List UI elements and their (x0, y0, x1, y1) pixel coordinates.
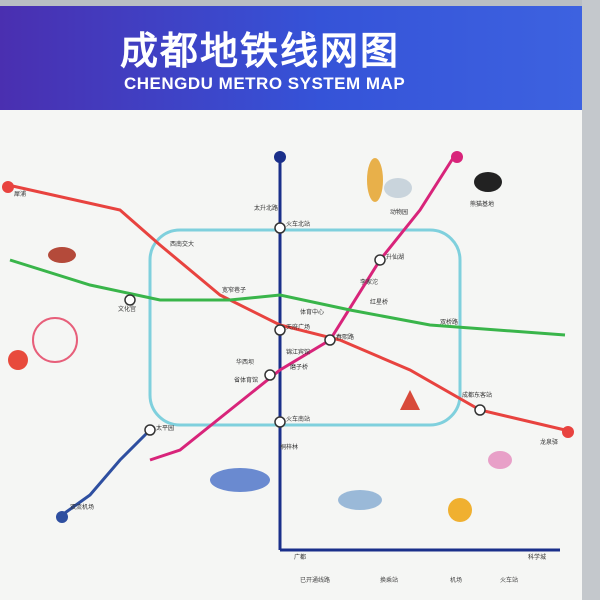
label-huaxi-dam: 华西坝 (236, 359, 255, 366)
frame-top-edge (0, 0, 600, 8)
label-wenhua-palace: 文化宫 (118, 306, 137, 313)
label-tiyu-center: 体育中心 (300, 309, 325, 316)
museum-building-icon (210, 468, 270, 492)
station-sichuan-gym[interactable] (264, 369, 276, 381)
label-kexue-city: 科学城 (528, 554, 547, 561)
legend-running: 已开通线路 (300, 577, 331, 584)
label-kuanzhai: 宽窄巷子 (222, 287, 247, 294)
label-moziqiao: 磨子桥 (290, 364, 309, 371)
label-xipu: 犀浦 (14, 191, 27, 198)
label-taisheng-north: 太升北路 (254, 205, 279, 212)
label-jinjiang-hotel: 锦江宾馆 (286, 349, 311, 356)
line-1-badge (274, 151, 286, 163)
label-hongxing-bridge: 红星桥 (370, 299, 389, 306)
label-sichuan-gym: 省体育馆 (234, 377, 259, 384)
map-title-english: CHENGDU METRO SYSTEM MAP (124, 74, 406, 93)
hot-air-balloon-icon (8, 350, 28, 370)
label-panda-base: 熊猫基地 (470, 201, 495, 208)
line-4-route (9, 258, 566, 337)
dragon-icon (48, 247, 76, 263)
metro-map-panel: 天府广场 火车北站 火车南站 春熙路 成都东客站 文化宫 太平园 省体育馆 升仙… (0, 110, 582, 600)
line-2-badge-west (2, 181, 14, 193)
frame-right-edge (582, 0, 600, 600)
label-taipingyuan: 太平园 (156, 425, 175, 432)
sunset-icon (448, 498, 472, 522)
tower-icon (400, 390, 420, 410)
label-chengdu-zoo: 动物园 (390, 209, 409, 216)
label-south-railway: 火车南站 (286, 416, 311, 423)
line-10-badge (56, 511, 68, 523)
line-10-route (61, 428, 152, 517)
map-header: 成都地铁线网图 CHENGDU METRO SYSTEM MAP (0, 6, 582, 110)
station-north-railway[interactable] (274, 222, 286, 234)
label-shuangliu-airport: 双流机场 (70, 504, 95, 511)
label-lijia-tuo: 李家沱 (360, 279, 379, 286)
giraffe-icon (367, 158, 383, 202)
station-taipingyuan[interactable] (144, 424, 156, 436)
panda-icon (474, 172, 502, 192)
line-3-badge (451, 151, 463, 163)
legend-railway: 火车站 (500, 577, 519, 584)
label-shuangqiao-road: 双桥路 (440, 319, 459, 326)
label-shengxian-lake: 升仙湖 (386, 254, 405, 261)
label-chunxi-road: 春熙路 (336, 334, 355, 341)
label-xinan-jiaoda: 西南交大 (170, 241, 195, 248)
blossom-tree-icon (488, 451, 512, 469)
map-title-chinese: 成都地铁线网图 (120, 29, 401, 73)
line-3-route (149, 154, 457, 462)
label-longquanyi: 龙泉驿 (540, 439, 559, 446)
label-east-railway: 成都东客站 (462, 392, 493, 399)
label-tianfu-square: 天府广场 (286, 324, 311, 331)
ferris-wheel-icon (32, 317, 78, 363)
station-shengxian-lake[interactable] (374, 254, 386, 266)
station-east-railway[interactable] (474, 404, 486, 416)
line-2-badge-east (562, 426, 574, 438)
metro-network-svg (2, 151, 574, 552)
legend-transfer: 换乘站 (380, 577, 399, 584)
station-south-railway[interactable] (274, 416, 286, 428)
label-north-railway: 火车北站 (286, 221, 311, 228)
label-tongzilin: 桐梓林 (280, 444, 299, 451)
mountain-icon (338, 490, 382, 510)
legend-airport: 机场 (450, 577, 463, 584)
map-legend: 已开通线路 换乘站 机场 火车站 (300, 575, 560, 597)
station-wenhua-palace[interactable] (124, 294, 136, 306)
station-tianfu-square[interactable] (274, 324, 286, 336)
label-guangdu: 广都 (294, 554, 307, 561)
station-chunxi-road[interactable] (324, 334, 336, 346)
elephant-icon (384, 178, 412, 198)
